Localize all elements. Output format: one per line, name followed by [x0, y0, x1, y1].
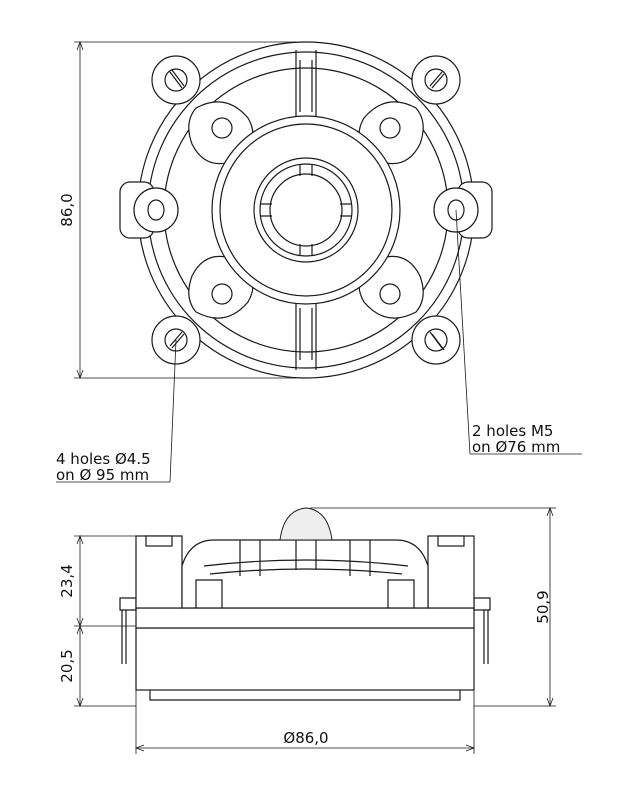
- phase-plug-cross: [260, 164, 352, 256]
- outer-holes-leader: [169, 339, 177, 483]
- throat-mid: [259, 163, 353, 257]
- screw-slot-icon: [429, 71, 445, 89]
- throat-outer: [253, 157, 359, 263]
- base-plate: [135, 607, 475, 629]
- inner-hole-tr: [379, 117, 401, 139]
- top-height-label: 86,0: [58, 193, 76, 226]
- inner-hole-bl: [211, 283, 233, 305]
- right-terminal: [473, 597, 491, 664]
- lug-left: [133, 187, 179, 233]
- inner-holes-leader: [455, 209, 471, 455]
- left-terminal: [119, 597, 137, 664]
- hub-ring: [219, 123, 393, 297]
- right-post: [427, 535, 475, 609]
- side-width-dimension: [134, 690, 476, 754]
- hub-outer: [211, 115, 401, 305]
- ear-tl-hole: [164, 68, 188, 92]
- side-upper-height-label: 23,4: [58, 564, 76, 597]
- screw-slot-icon: [169, 69, 185, 89]
- screw-slot-icon: [169, 331, 185, 349]
- screw-slot-icon: [429, 331, 445, 351]
- side-lower-height-dimension: [74, 624, 136, 708]
- top-height-dimension: [74, 40, 296, 380]
- side-lugs: [119, 181, 493, 239]
- inner-holes-note-line2: on Ø76 mm: [472, 438, 560, 456]
- side-lower-height-label: 20,5: [58, 649, 76, 682]
- ear-bl-hole: [164, 328, 188, 352]
- top-view: [56, 40, 582, 483]
- horn-body: [181, 539, 429, 609]
- throat-inner: [269, 173, 343, 247]
- left-post: [135, 535, 183, 609]
- side-upper-height-dimension: [74, 534, 136, 628]
- lug-right-hole: [447, 199, 465, 221]
- outer-holes-note-line1: 4 holes Ø4.5: [56, 450, 151, 468]
- outer-holes-note-line2: on Ø 95 mm: [56, 466, 149, 484]
- ear-br-hole: [424, 328, 448, 352]
- side-total-height-dimension: [310, 506, 556, 708]
- magnet-block: [135, 627, 475, 691]
- side-total-height-label: 50,9: [534, 590, 552, 623]
- ear-tr-hole: [424, 68, 448, 92]
- side-width-label: Ø86,0: [283, 729, 328, 747]
- ear-tr: [411, 55, 461, 105]
- inner-holes-note-line1: 2 holes M5: [472, 422, 553, 440]
- side-view: [74, 506, 556, 754]
- spokes: [295, 50, 317, 370]
- lug-left-hole: [147, 199, 165, 221]
- inner-hole-tl: [211, 117, 233, 139]
- phase-plug-dome: [279, 507, 333, 541]
- inner-hole-br: [379, 283, 401, 305]
